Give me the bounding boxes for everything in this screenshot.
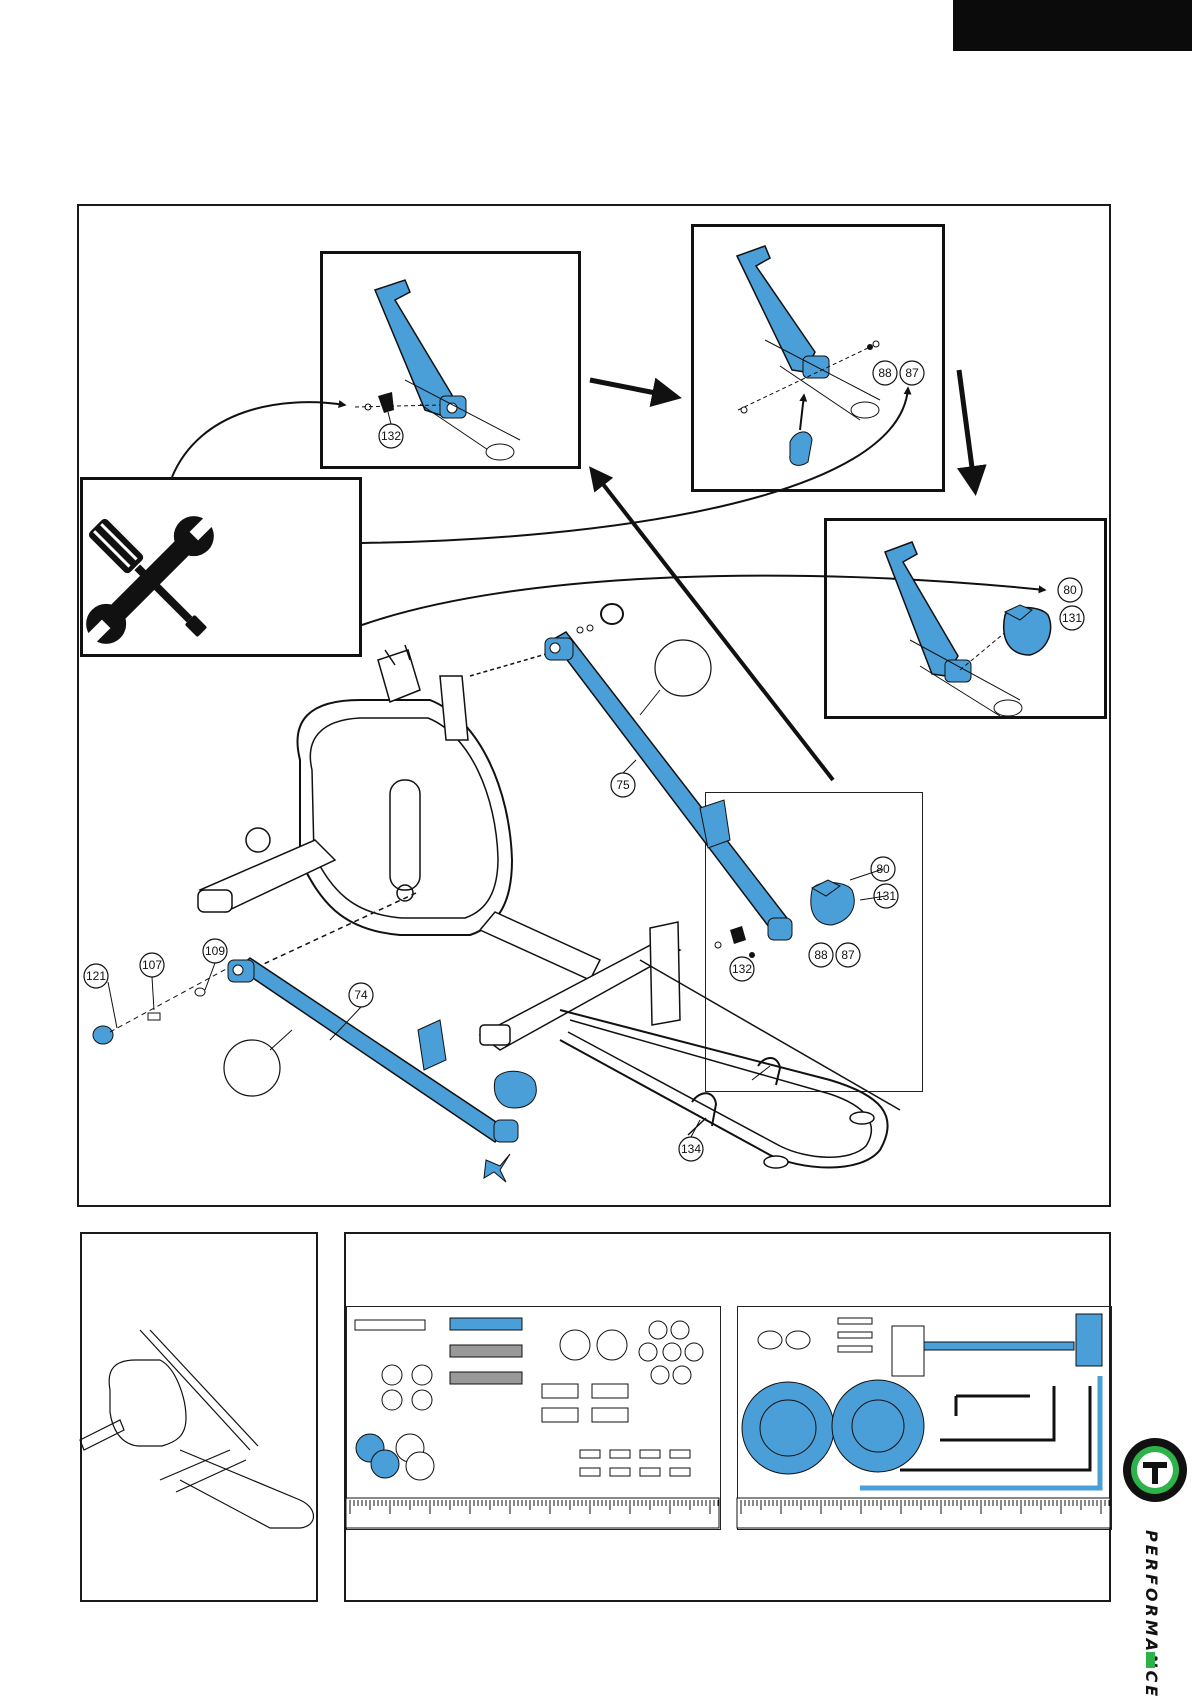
callout-134: 134 [681, 1142, 701, 1156]
callout-74: 74 [354, 988, 368, 1002]
callout-107: 107 [142, 958, 162, 972]
brand-accent-bar [1146, 1652, 1155, 1668]
callout-80: 80 [876, 862, 890, 876]
callout-109: 109 [205, 944, 225, 958]
inset1-callout-132: 132 [381, 429, 401, 443]
inset2-callout-88: 88 [878, 366, 892, 380]
inset2-callout-87: 87 [905, 366, 919, 380]
callout-132: 132 [732, 962, 752, 976]
brand-wordmark: PERFORMANCE [1141, 1530, 1161, 1699]
callout-87: 87 [841, 948, 855, 962]
callout-131: 131 [876, 889, 896, 903]
callout-88: 88 [814, 948, 828, 962]
inset3-callout-131: 131 [1062, 611, 1082, 625]
callout-121: 121 [86, 969, 106, 983]
callout-75: 75 [616, 778, 630, 792]
inset3-callout-80: 80 [1063, 583, 1077, 597]
